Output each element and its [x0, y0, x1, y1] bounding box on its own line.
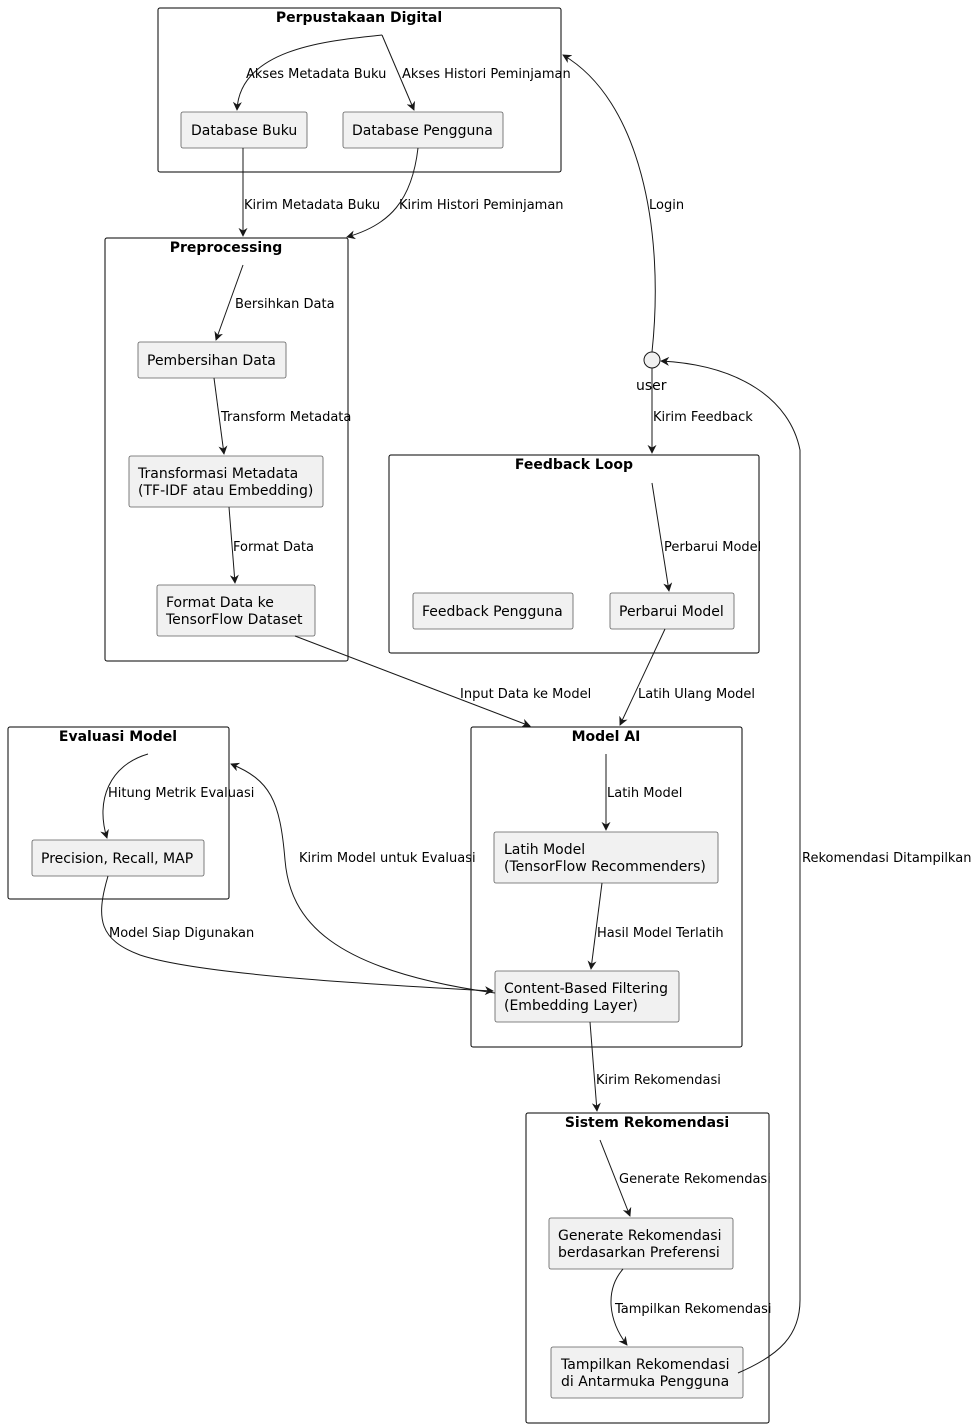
edge-label: Perbarui Model: [664, 540, 761, 555]
edge-perbarui-model: [651, 482, 673, 592]
svg-text:Precision, Recall, MAP: Precision, Recall, MAP: [41, 851, 193, 867]
edge-bersihkan-data: [214, 264, 244, 341]
package-title: Model AI: [572, 729, 641, 745]
svg-text:Tampilkan Rekomendasi: Tampilkan Rekomendasi: [560, 1357, 730, 1373]
edge-format-data: [228, 506, 239, 584]
edge-hitung-metrik: [100, 753, 149, 839]
edge-label: Model Siap Digunakan: [109, 926, 254, 941]
svg-text:Database Buku: Database Buku: [191, 123, 297, 139]
edge-label: Latih Model: [607, 786, 682, 801]
edge-tampilkan-rekomendasi: [610, 1268, 628, 1346]
svg-text:berdasarkan Preferensi: berdasarkan Preferensi: [558, 1245, 720, 1261]
edge-label: Kirim Metadata Buku: [244, 198, 380, 213]
node-precision-recall-map: Precision, Recall, MAP: [31, 839, 205, 877]
svg-text:TensorFlow Dataset: TensorFlow Dataset: [165, 612, 303, 628]
svg-text:(TensorFlow Recommenders): (TensorFlow Recommenders): [504, 859, 706, 875]
node-pembersihan-data: Pembersihan Data: [137, 341, 287, 379]
edge-label: Kirim Model untuk Evaluasi: [299, 851, 476, 866]
edge-label: Login: [649, 198, 684, 213]
edge-latih-ulang: [619, 628, 666, 726]
node-latih-model: Latih Model (TensorFlow Recommenders): [493, 831, 719, 884]
edge-label: Tampilkan Rekomendasi: [614, 1302, 772, 1317]
edge-akses-histori: [381, 34, 415, 111]
actor-label: user: [636, 378, 667, 394]
svg-text:Latih Model: Latih Model: [504, 842, 585, 858]
edge-kirim-rekomendasi: [589, 1021, 601, 1112]
edge-label: Hasil Model Terlatih: [597, 926, 724, 941]
edge-transform-metadata: [213, 377, 228, 455]
edge-label: Akses Metadata Buku: [246, 67, 386, 82]
svg-text:(TF-IDF atau Embedding): (TF-IDF atau Embedding): [138, 483, 313, 499]
svg-text:Perbarui Model: Perbarui Model: [619, 604, 724, 620]
package-model-ai: Model AI: [470, 726, 743, 1048]
package-title: Feedback Loop: [515, 457, 633, 473]
edge-label: Rekomendasi Ditampilkan: [802, 851, 971, 866]
edge-label: Latih Ulang Model: [638, 687, 755, 702]
svg-text:Transformasi Metadata: Transformasi Metadata: [137, 466, 298, 482]
node-format-data: Format Data ke TensorFlow Dataset: [156, 584, 316, 637]
edge-label: Format Data: [233, 540, 314, 555]
edge-kirim-model-evaluasi: [230, 762, 496, 994]
edge-label: Akses Histori Peminjaman: [402, 67, 571, 82]
package-title: Preprocessing: [170, 240, 282, 256]
edge-label: Hitung Metrik Evaluasi: [108, 786, 254, 801]
package-title: Evaluasi Model: [59, 729, 177, 745]
package-title: Sistem Rekomendasi: [565, 1115, 729, 1131]
edge-label: Input Data ke Model: [460, 687, 591, 702]
actor-user: user: [636, 351, 667, 394]
edge-hasil-model: [587, 882, 603, 970]
edge-kirim-histori: [346, 147, 419, 240]
svg-text:(Embedding Layer): (Embedding Layer): [504, 998, 638, 1014]
edge-akses-metadata: [232, 34, 383, 111]
package-evaluasi-model: Evaluasi Model: [7, 726, 230, 900]
node-transformasi-metadata: Transformasi Metadata (TF-IDF atau Embed…: [128, 455, 324, 508]
svg-text:Content-Based Filtering: Content-Based Filtering: [504, 981, 668, 997]
package-sistem-rekomendasi: Sistem Rekomendasi: [525, 1112, 770, 1424]
package-perpustakaan-digital: Perpustakaan Digital: [157, 7, 562, 173]
node-database-buku: Database Buku: [180, 111, 308, 149]
edge-generate-rekomendasi: [599, 1139, 632, 1217]
user-icon: [643, 351, 661, 369]
edge-input-data: [294, 635, 531, 728]
edge-label: Kirim Rekomendasi: [596, 1073, 721, 1088]
node-generate-rekomendasi: Generate Rekomendasi berdasarkan Prefere…: [548, 1217, 734, 1270]
node-content-based-filtering: Content-Based Filtering (Embedding Layer…: [494, 970, 680, 1023]
edge-rekomendasi-ditampilkan: [660, 356, 801, 1374]
node-database-pengguna: Database Pengguna: [342, 111, 504, 149]
package-feedback-loop: Feedback Loop: [388, 454, 760, 654]
svg-text:Database Pengguna: Database Pengguna: [352, 123, 493, 139]
svg-text:Format Data ke: Format Data ke: [166, 595, 274, 611]
edge-label: Kirim Feedback: [653, 410, 753, 425]
package-title: Perpustakaan Digital: [276, 10, 442, 26]
node-perbarui-model: Perbarui Model: [609, 592, 735, 630]
svg-text:Feedback Pengguna: Feedback Pengguna: [422, 604, 563, 620]
node-feedback-pengguna: Feedback Pengguna: [412, 592, 574, 630]
edge-label: Kirim Histori Peminjaman: [399, 198, 564, 213]
svg-text:Generate Rekomendasi: Generate Rekomendasi: [558, 1228, 722, 1244]
edge-label: Transform Metadata: [220, 410, 351, 425]
svg-text:di Antarmuka Pengguna: di Antarmuka Pengguna: [561, 1374, 729, 1390]
svg-text:Pembersihan Data: Pembersihan Data: [147, 353, 276, 369]
edge-login: [562, 54, 656, 353]
node-tampilkan-rekomendasi: Tampilkan Rekomendasi di Antarmuka Pengg…: [550, 1346, 744, 1399]
package-preprocessing: Preprocessing: [104, 237, 349, 662]
edge-label: Generate Rekomendasi: [619, 1172, 771, 1187]
edge-model-siap: [101, 875, 494, 996]
edge-label: Bersihkan Data: [235, 297, 335, 312]
